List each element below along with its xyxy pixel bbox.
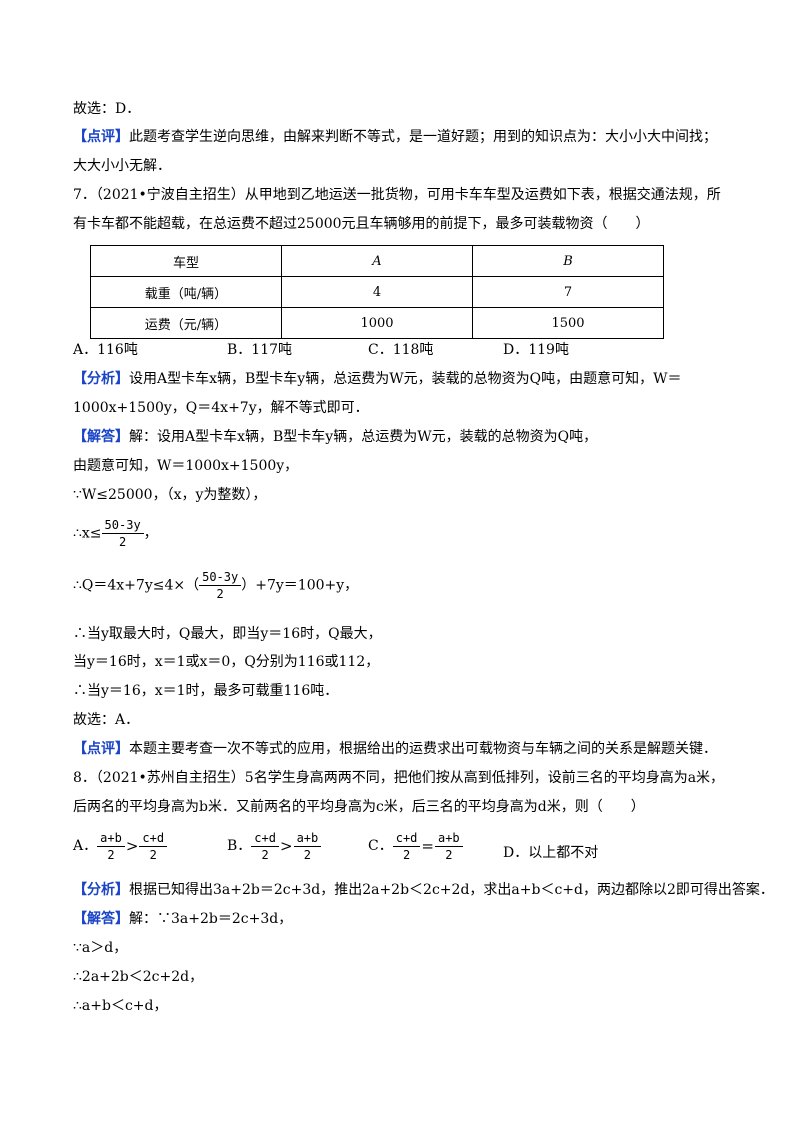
q7-sol4-post: ， xyxy=(143,525,158,542)
table-header-cell: A xyxy=(281,245,473,277)
fraction-numerator: c+d xyxy=(251,831,279,847)
q7-stem-line2: 有卡车都不能超载，在总运费不超过25000元且车辆够用的前提下，最多可装载物资（… xyxy=(73,216,650,232)
prev-comment-line2: 大大小小无解． xyxy=(73,158,171,174)
solution-tag: 【解答】 xyxy=(73,429,129,445)
fraction-numerator: c+d xyxy=(139,831,168,847)
fraction-numerator: c+d xyxy=(392,831,421,847)
q8-option-d: D．以上都不对 xyxy=(503,845,599,861)
fraction-denominator: 2 xyxy=(118,535,127,549)
q8-solution-text1: 解：∵3a+2b＝2c+3d， xyxy=(129,911,293,927)
fraction-denominator: 2 xyxy=(303,847,312,862)
q7-sol5-pre: ∴Q＝4x+7y≤4×（ xyxy=(73,577,200,594)
prev-comment-line1: 【点评】此题考查学生逆向思维，由解来判断不等式，是一道好题；用到的知识点为：大小… xyxy=(73,128,733,146)
table-header-row: 车型 A B xyxy=(90,245,664,277)
q7-analysis-text1: 设用A型卡车x辆，B型卡车y辆，总运费为W元，装载的总物资为Q吨，由题意可知，W… xyxy=(129,371,682,387)
fraction-numerator: a+b xyxy=(293,831,322,847)
q8-solution-line2: ∵a＞d， xyxy=(73,940,128,956)
q8-solution-line1: 【解答】解：∵3a+2b＝2c+3d， xyxy=(73,910,733,928)
fraction-denominator: 2 xyxy=(107,847,115,862)
comment-tag: 【点评】 xyxy=(73,741,129,757)
greater-than-sign: > xyxy=(279,837,293,855)
q8-analysis-text: 根据已知得出3a+2b＝2c+3d，推出2a+2b＜2c+2d，求出a+b＜c+… xyxy=(129,882,774,898)
q8-solution-line3: ∴2a+2b＜2c+2d， xyxy=(73,969,204,985)
table-cell: 4 xyxy=(281,276,473,308)
q7-solution-line7: 当y＝16时，x＝1或x＝0，Q分别为116或112， xyxy=(73,654,380,670)
greater-than-sign: > xyxy=(125,837,139,855)
q7-solution-line2: 由题意可知，W＝1000x+1500y， xyxy=(73,458,299,474)
prev-comment-text1: 此题考查学生逆向思维，由解来判断不等式，是一道好题；用到的知识点为：大小小大中间… xyxy=(129,129,717,145)
q7-sol4-pre: ∴x≤ xyxy=(73,525,102,542)
option-label: C． xyxy=(368,838,393,854)
fraction-numerator: a+b xyxy=(97,831,125,847)
fraction-numerator: 50-3y xyxy=(199,570,242,586)
fraction-numerator: 50-3y xyxy=(101,518,144,534)
table-cell: 1000 xyxy=(281,307,473,339)
q7-analysis-line1: 【分析】设用A型卡车x辆，B型卡车y辆，总运费为W元，装载的总物资为Q吨，由题意… xyxy=(73,370,733,388)
q7-option-c: C．118吨 xyxy=(368,342,434,358)
q7-truck-table: 车型 A B 载重（吨/辆） 4 7 运费（元/辆） 1000 1500 xyxy=(90,245,664,339)
option-label: A． xyxy=(73,838,98,854)
table-cell: 运费（元/辆） xyxy=(90,307,282,339)
q7-sol5-post: ）+7y＝100+y， xyxy=(241,577,359,594)
prev-answer: 故选：D． xyxy=(73,101,141,117)
q8-stem-line1: 8．（2021•苏州自主招生）5名学生身高两两不同，把他们按从高到低排列，设前三… xyxy=(73,770,725,786)
fraction-denominator: 2 xyxy=(402,847,411,862)
table-row: 载重（吨/辆） 4 7 xyxy=(90,276,664,308)
q7-option-b: B．117吨 xyxy=(227,342,293,358)
q8-analysis: 【分析】根据已知得出3a+2b＝2c+3d，推出2a+2b＜2c+2d，求出a+… xyxy=(73,881,774,899)
solution-tag: 【解答】 xyxy=(73,911,129,927)
q7-stem-line1: 7．（2021•宁波自主招生）从甲地到乙地运送一批货物，可用卡车车型及运费如下表… xyxy=(73,187,721,203)
option-label: B． xyxy=(227,838,252,854)
q7-solution-line6: ∴当y取最大时，Q最大，即当y＝16时，Q最大， xyxy=(73,626,382,642)
q7-comment: 【点评】本题主要考查一次不等式的应用，根据给出的运费求出可载物资与车辆之间的关系… xyxy=(73,740,733,758)
q7-option-a: A．116吨 xyxy=(73,342,138,358)
q7-solution-line8: ∴当y＝16，x＝1时，最多可载重116吨． xyxy=(73,683,339,699)
q8-solution-line4: ∴a+b＜c+d， xyxy=(73,998,168,1014)
q7-solution-text1: 解：设用A型卡车x辆，B型卡车y辆，总运费为W元，装载的总物资为Q吨， xyxy=(129,429,598,445)
q7-option-d: D．119吨 xyxy=(503,342,569,358)
table-cell: 1500 xyxy=(472,307,664,339)
q7-solution-line3: ∵W≤25000，（x，y为整数）， xyxy=(73,487,267,503)
table-cell: 载重（吨/辆） xyxy=(90,276,282,308)
analysis-tag: 【分析】 xyxy=(73,882,129,898)
table-header-cell: B xyxy=(472,245,664,277)
fraction-denominator: 2 xyxy=(149,847,157,862)
fraction-numerator: a+b xyxy=(434,831,463,847)
table-header-cell: 车型 xyxy=(90,245,282,277)
table-cell: 7 xyxy=(472,276,664,308)
q7-answer: 故选：A． xyxy=(73,712,140,728)
q7-comment-text: 本题主要考查一次不等式的应用，根据给出的运费求出可载物资与车辆之间的关系是解题关… xyxy=(129,741,717,757)
fraction-denominator: 2 xyxy=(216,587,224,601)
fraction-denominator: 2 xyxy=(445,847,453,862)
fraction-denominator: 2 xyxy=(261,847,269,862)
equals-sign: = xyxy=(421,837,434,855)
q7-analysis-line2: 1000x+1500y，Q＝4x+7y，解不等式即可． xyxy=(73,400,369,416)
table-row: 运费（元/辆） 1000 1500 xyxy=(90,307,664,339)
q8-stem-line2: 后两名的平均身高为b米．又前两名的平均身高为c米，后三名的平均身高为d米，则（ … xyxy=(73,799,645,815)
comment-tag: 【点评】 xyxy=(73,129,129,145)
analysis-tag: 【分析】 xyxy=(73,371,129,387)
q7-solution-line1: 【解答】解：设用A型卡车x辆，B型卡车y辆，总运费为W元，装载的总物资为Q吨， xyxy=(73,428,733,446)
